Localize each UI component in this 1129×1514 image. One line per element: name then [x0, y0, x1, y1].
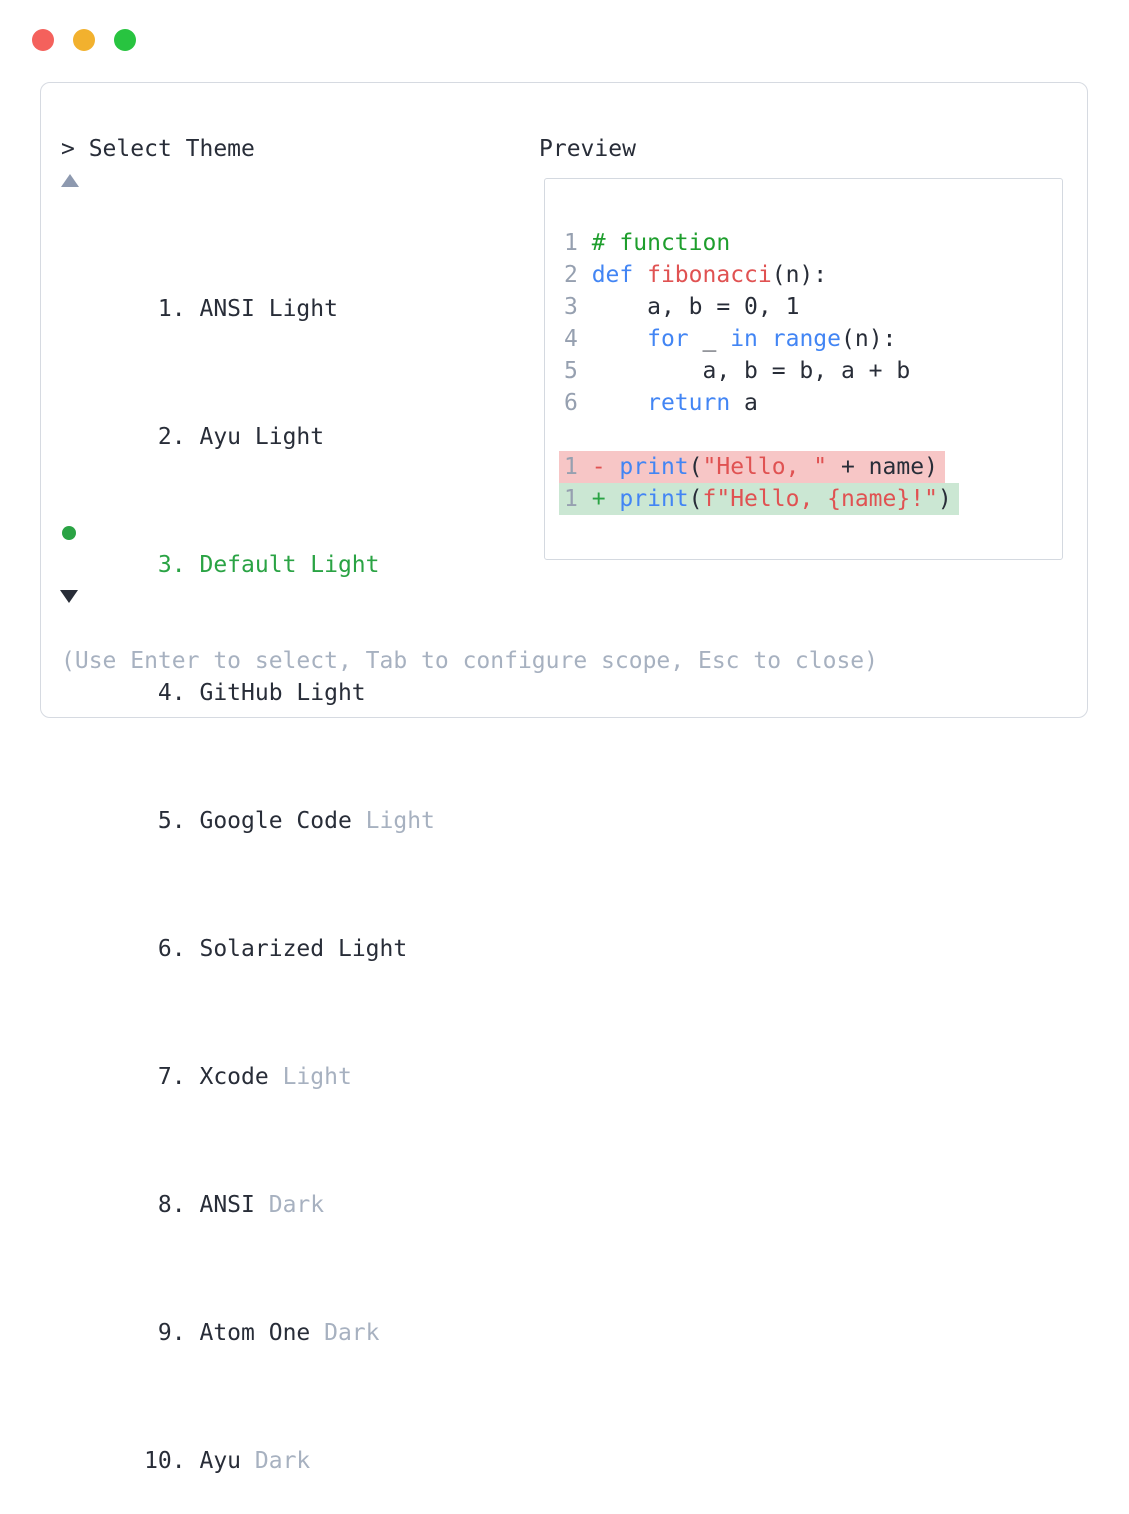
theme-number: 2.: [116, 424, 200, 450]
code-line: 1 # function: [564, 230, 731, 256]
theme-name: Ayu: [199, 1448, 255, 1474]
line-number: 4: [564, 326, 592, 352]
window-controls: [32, 29, 136, 51]
theme-option[interactable]: 5. Google Code Light: [61, 773, 435, 834]
theme-variant: Dark: [254, 1448, 311, 1474]
help-text: (Use Enter to select, Tab to configure s…: [61, 648, 878, 674]
preview-label: Preview: [539, 136, 636, 162]
theme-option[interactable]: 6. Solarized Light: [61, 901, 435, 962]
theme-variant: Light: [254, 424, 325, 450]
code-line: 5 a, b = b, a + b: [564, 358, 911, 384]
theme-option[interactable]: 8. ANSI Dark: [61, 1157, 435, 1218]
code-line: 1 - print("Hello, " + name): [559, 451, 959, 483]
line-number: 3: [564, 294, 592, 320]
theme-variant: Light: [310, 552, 380, 578]
theme-number: 9.: [116, 1320, 200, 1346]
theme-number: 8.: [116, 1192, 200, 1218]
theme-name: Google Code: [199, 808, 366, 834]
triangle-up-icon: [61, 174, 79, 187]
prompt-caret: >: [61, 136, 89, 162]
triangle-down-icon: [60, 590, 78, 603]
line-number: 1: [564, 454, 592, 480]
theme-option[interactable]: 4. GitHub Light: [61, 645, 435, 706]
theme-number: 10.: [116, 1448, 200, 1474]
theme-number: 3.: [116, 552, 200, 578]
prompt-line: > Select Theme: [61, 133, 255, 165]
theme-name: ANSI: [199, 1192, 269, 1218]
line-number: 5: [564, 358, 592, 384]
theme-variant: Light: [296, 680, 366, 706]
theme-option[interactable]: 2. Ayu Light: [61, 389, 435, 450]
scroll-up-indicator[interactable]: [61, 174, 81, 188]
theme-name: Default: [199, 552, 311, 578]
theme-name: Atom One: [199, 1320, 325, 1346]
theme-option[interactable]: 3. Default Light: [61, 517, 435, 578]
theme-number: 6.: [116, 936, 200, 962]
theme-number: 4.: [116, 680, 200, 706]
theme-name: ANSI: [199, 296, 269, 322]
theme-option[interactable]: 9. Atom One Dark: [61, 1285, 435, 1346]
theme-name: Ayu: [199, 424, 255, 450]
theme-number: 7.: [116, 1064, 200, 1090]
theme-picker-panel: > Select Theme 1. ANSI Light 2. Ayu Ligh…: [40, 82, 1088, 1474]
line-number: 1: [564, 486, 592, 512]
line-number: 2: [564, 262, 592, 288]
theme-variant: Dark: [324, 1320, 380, 1346]
code-line: 4 for _ in range(n):: [564, 326, 897, 352]
theme-option[interactable]: 7. Xcode Light: [61, 1029, 435, 1090]
theme-number: 5.: [116, 808, 200, 834]
selected-dot-icon: [62, 526, 76, 540]
code-preview: 1 # function 2 def fibonacci(n): 3 a, b = …: [559, 227, 959, 515]
theme-name: GitHub: [199, 680, 297, 706]
theme-variant: Dark: [268, 1192, 325, 1218]
theme-name: Xcode: [199, 1064, 283, 1090]
close-button[interactable]: [32, 29, 54, 51]
theme-option[interactable]: 10. Ayu Dark: [61, 1413, 435, 1474]
code-line: 1 + print(f"Hello, {name}!"): [559, 483, 959, 515]
theme-list: 1. ANSI Light 2. Ayu Light 3. Default Li…: [61, 197, 435, 1514]
theme-variant: Light: [268, 296, 338, 322]
code-line: [564, 419, 959, 451]
theme-number: 1.: [116, 296, 200, 322]
code-line: 6 return a: [564, 390, 758, 416]
theme-variant: Light: [337, 936, 408, 962]
theme-name: Solarized: [199, 936, 338, 962]
preview-pane: 1 # function 2 def fibonacci(n): 3 a, b = …: [544, 178, 1063, 560]
line-number: 1: [564, 230, 592, 256]
theme-variant: Light: [365, 808, 435, 834]
zoom-button[interactable]: [114, 29, 136, 51]
page-title: Select Theme: [88, 136, 255, 162]
code-line: 3 a, b = 0, 1: [564, 294, 800, 320]
theme-option[interactable]: 1. ANSI Light: [61, 261, 435, 322]
theme-variant: Light: [282, 1064, 352, 1090]
code-line: 2 def fibonacci(n):: [564, 262, 828, 288]
minimize-button[interactable]: [73, 29, 95, 51]
line-number: 6: [564, 390, 592, 416]
scroll-down-indicator[interactable]: [60, 590, 80, 604]
